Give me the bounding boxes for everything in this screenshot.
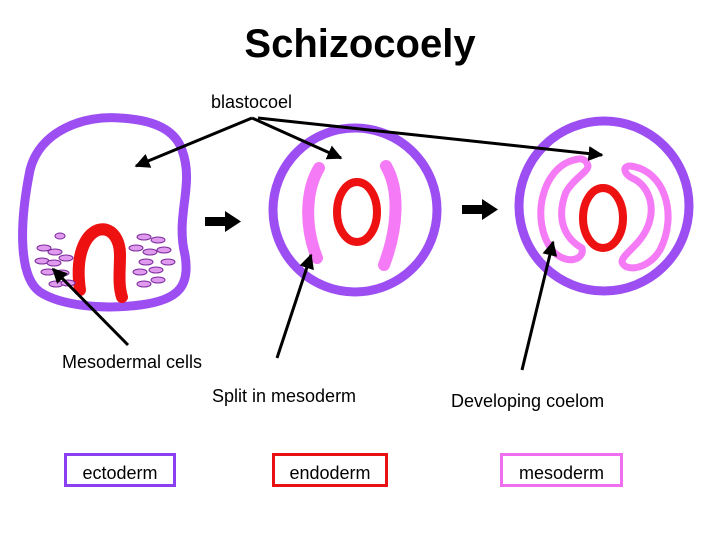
legend-endoderm: endoderm [272, 453, 388, 487]
mesoderm-split-right [378, 160, 402, 271]
stage-arrow-2 [462, 199, 498, 220]
endoderm-gut-stage-3 [579, 184, 627, 252]
mesodermal-cells-right [128, 233, 176, 288]
blastocoel-pointer-1 [134, 116, 253, 168]
developing-coelom-label: Developing coelom [451, 391, 605, 411]
blastocoel-pointer-3 [257, 116, 604, 162]
ectoderm-outline-stage-3 [514, 116, 694, 296]
stage-1-embryo [18, 113, 192, 312]
endoderm-archenteron [72, 223, 128, 303]
legend-ectoderm: ectoderm [64, 453, 176, 487]
mesodermal-cells-label: Mesodermal cells [62, 352, 203, 372]
coelom-right [618, 162, 672, 272]
stage-3-embryo [514, 116, 694, 296]
blastocoel-label: blastocoel [211, 92, 293, 112]
stage-2-embryo [268, 123, 442, 297]
stage-arrow-1 [205, 211, 241, 232]
legend-mesoderm: mesoderm [500, 453, 623, 487]
developing-coelom-pointer [520, 240, 558, 371]
split-in-mesoderm-label: Split in mesoderm [212, 386, 357, 406]
split-mesoderm-pointer [275, 253, 314, 359]
mesoderm-split-left [302, 162, 325, 264]
endoderm-gut-stage-2 [333, 178, 381, 246]
coelom-left [537, 155, 592, 264]
mesodermal-cells-pointer [51, 267, 130, 347]
page-title: Schizocoely [244, 22, 476, 66]
ectoderm-outline-stage-1 [18, 113, 192, 312]
blastocoel-pointer-2 [251, 116, 343, 160]
ectoderm-outline-stage-2 [268, 123, 442, 297]
pointer-lines [51, 116, 604, 371]
mesodermal-cells-left [34, 244, 76, 288]
